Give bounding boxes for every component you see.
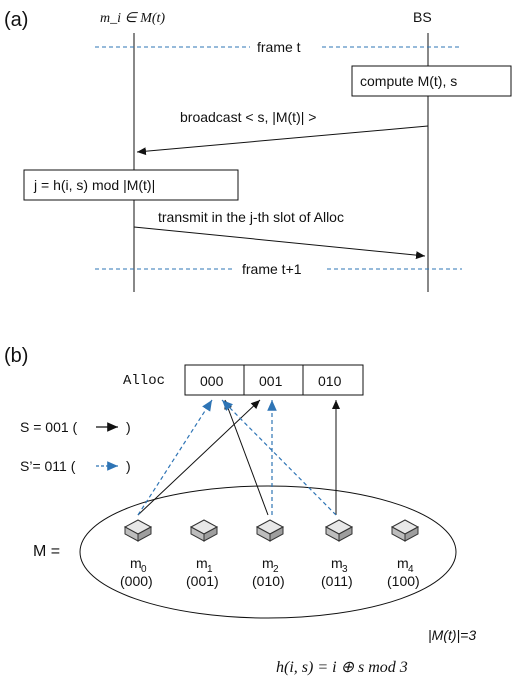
arrow-m2-to-000: [224, 399, 269, 516]
node-m3-name: m: [331, 555, 343, 571]
frame-t-label: frame t: [257, 39, 301, 55]
node-m0-sub: 0: [141, 564, 147, 575]
node-m2-name: m: [262, 555, 274, 571]
node-m1-code: (001): [186, 573, 219, 589]
router-icon: [391, 519, 419, 542]
compute-box-text: compute M(t), s: [360, 73, 457, 89]
frame-t1-label: frame t+1: [242, 261, 302, 277]
legend-s-close: ): [126, 419, 131, 435]
node-m3-sub: 3: [342, 564, 348, 575]
node-m4-sub: 4: [408, 564, 414, 575]
bs-label: BS: [413, 9, 432, 25]
router-icon: [256, 519, 284, 542]
arrow-m0-to-001: [137, 399, 261, 516]
alloc-label: Alloc: [123, 373, 165, 389]
alloc-slot-1: 001: [259, 373, 283, 389]
alloc-slot-2: 010: [318, 373, 342, 389]
hash-formula: h(i, s) = i ⊕ s mod 3: [276, 659, 408, 676]
set-ellipse: [79, 485, 457, 619]
node-m2-sub: 2: [273, 564, 279, 575]
router-icon: [325, 519, 353, 542]
cardinality-label: |M(t)|=3: [428, 627, 476, 643]
node-m4-code: (100): [387, 573, 420, 589]
dashed-arrow-m3-to-000: [221, 399, 337, 516]
slot-formula-box: [23, 169, 239, 201]
broadcast-label: broadcast < s, |M(t)| >: [180, 109, 316, 125]
legend-s-prime-label: S’= 011 (: [20, 458, 76, 474]
node-m1-sub: 1: [207, 564, 213, 575]
broadcast-arrow: [136, 125, 429, 156]
dashed-arrow-m0-to-000: [137, 399, 213, 516]
node-m0-name: m: [130, 555, 142, 571]
legend-s-label: S = 001 (: [20, 419, 78, 435]
node-m1-name: m: [196, 555, 208, 571]
router-icon: [124, 519, 152, 542]
node-m3-code: (011): [321, 573, 353, 589]
compute-box: [351, 65, 512, 97]
node-m0-code: (000): [120, 573, 153, 589]
transmit-label: transmit in the j-th slot of Alloc: [158, 209, 344, 225]
panel-a-label: (a): [4, 9, 28, 31]
node-label: m_i ∈ M(t): [100, 11, 165, 26]
node-m4-name: m: [397, 555, 409, 571]
transmit-arrow: [133, 226, 426, 260]
set-label: M =: [33, 543, 60, 560]
node-m2-code: (010): [252, 573, 285, 589]
alloc-table: [184, 364, 364, 396]
slot-formula-text: j = h(i, s) mod |M(t)|: [33, 177, 155, 193]
router-icon: [190, 519, 218, 542]
panel-b-label: (b): [4, 345, 28, 367]
alloc-slot-0: 000: [200, 373, 224, 389]
legend-s-prime-close: ): [126, 458, 131, 474]
